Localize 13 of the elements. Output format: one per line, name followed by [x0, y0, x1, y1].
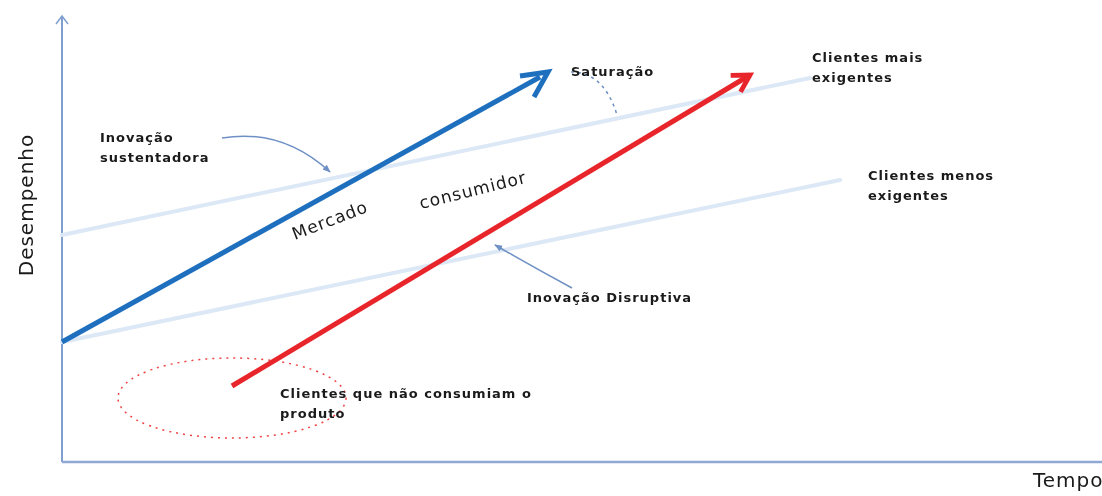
annotation-label: Inovação Disruptiva [527, 288, 727, 308]
segment-label: Clientes mais exigentes [812, 49, 925, 87]
segment-label: Clientes que não consumiam o produto [280, 385, 533, 423]
axis-title: Desempenho [13, 133, 38, 277]
annotation-label: Inovação sustentadora [100, 128, 222, 168]
leader-line [570, 71, 618, 116]
axis-title: Tempo [1033, 468, 1102, 492]
trajectory-arrow [230, 72, 753, 389]
segment-label: Clientes menos exigentes [868, 167, 996, 205]
annotation-label: Saturação [571, 62, 671, 82]
dotted-ellipse [117, 357, 347, 439]
leader-line [221, 135, 331, 173]
leader-line [494, 244, 573, 289]
